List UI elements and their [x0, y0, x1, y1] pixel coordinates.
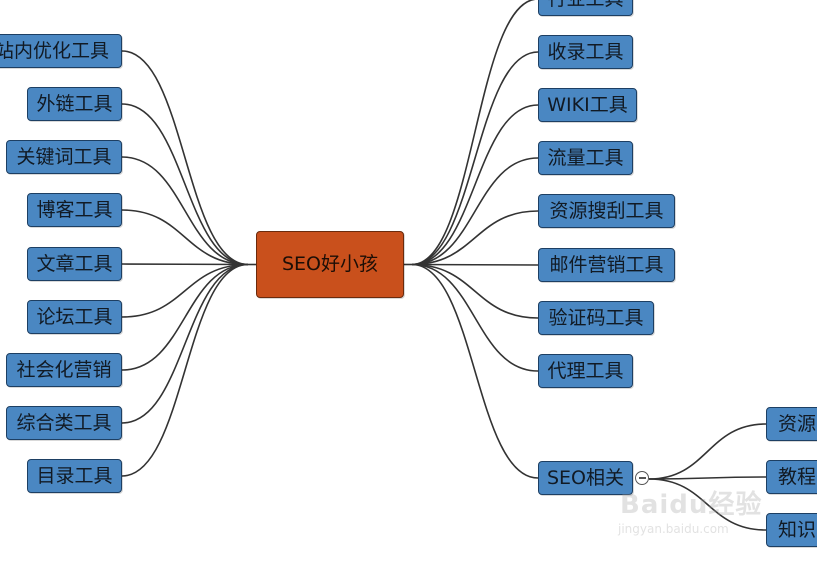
left-node-site-optimization-tools[interactable]: 站内优化工具	[0, 34, 122, 68]
connector-line	[411, 104, 539, 266]
connector-line	[411, 263, 539, 479]
right-node-wiki-tools[interactable]: WIKI工具	[538, 88, 637, 122]
child-node-knowledge[interactable]: 知识	[766, 513, 817, 547]
right-node-seo-related[interactable]: SEO相关	[538, 461, 633, 495]
connector-line	[121, 263, 249, 266]
connector-line	[121, 103, 249, 266]
connector-line	[411, 157, 539, 266]
connector-line	[411, 263, 539, 266]
connector-line	[648, 478, 767, 531]
left-node-blog-tools[interactable]: 博客工具	[27, 193, 122, 227]
connector-line	[411, 210, 539, 266]
connector-line	[121, 263, 249, 318]
right-node-indexing-tools[interactable]: 收录工具	[538, 35, 633, 69]
right-node-industry-tools[interactable]: 行业工具	[538, 0, 633, 16]
center-node[interactable]: SEO好小孩	[256, 231, 404, 298]
connector-line	[411, 263, 539, 372]
connector-line	[121, 209, 249, 266]
child-node-tutorials[interactable]: 教程	[766, 460, 817, 494]
left-node-social-marketing[interactable]: 社会化营销	[6, 353, 122, 387]
right-node-email-marketing-tools[interactable]: 邮件营销工具	[538, 248, 675, 282]
connector-line	[411, 51, 539, 266]
collapse-toggle-icon[interactable]	[635, 471, 649, 485]
right-node-captcha-tools[interactable]: 验证码工具	[538, 301, 654, 335]
left-node-keyword-tools[interactable]: 关键词工具	[6, 140, 122, 174]
connector-line	[648, 423, 767, 480]
right-node-proxy-tools[interactable]: 代理工具	[538, 354, 633, 388]
connector-line	[121, 263, 249, 477]
connector-line	[121, 263, 249, 371]
connector-line	[121, 50, 249, 266]
connector-line	[648, 476, 767, 480]
child-node-resources[interactable]: 资源	[766, 407, 817, 441]
connector-line	[121, 263, 249, 424]
connector-line	[121, 156, 249, 266]
left-node-forum-tools[interactable]: 论坛工具	[27, 300, 122, 334]
right-node-resource-scraping-tools[interactable]: 资源搜刮工具	[538, 194, 675, 228]
left-node-integrated-tools[interactable]: 综合类工具	[6, 406, 122, 440]
connector-line	[411, 263, 539, 319]
left-node-backlink-tools[interactable]: 外链工具	[27, 87, 122, 121]
right-node-traffic-tools[interactable]: 流量工具	[538, 141, 633, 175]
left-node-directory-tools[interactable]: 目录工具	[27, 459, 122, 493]
left-node-article-tools[interactable]: 文章工具	[27, 247, 122, 281]
connector-line	[411, 0, 537, 266]
